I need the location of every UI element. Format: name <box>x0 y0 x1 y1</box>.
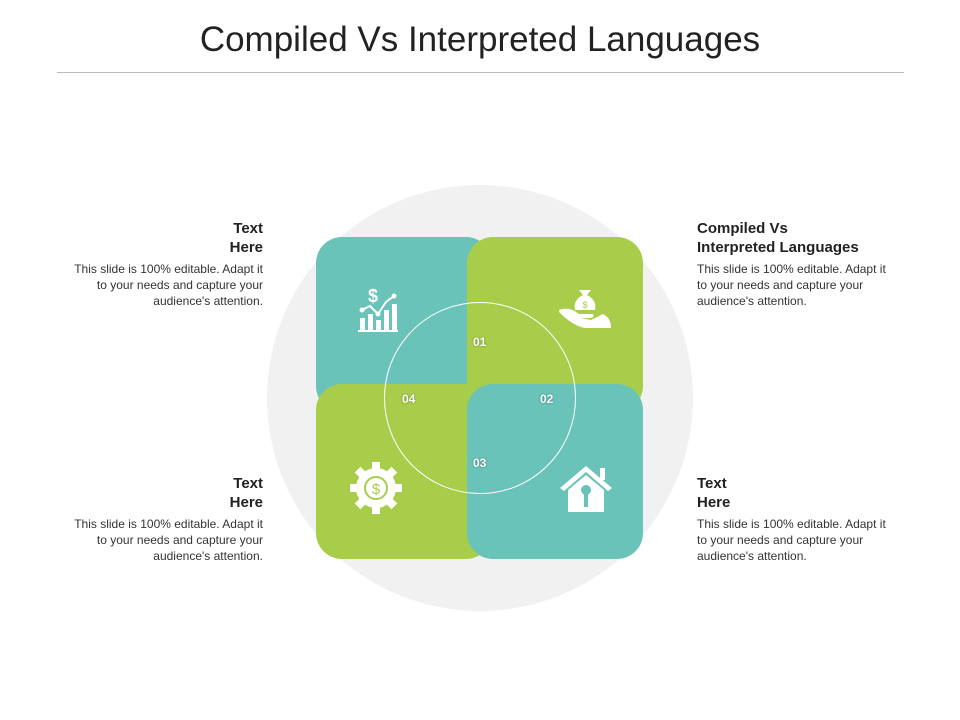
number-03: 03 <box>473 456 487 470</box>
svg-text:$: $ <box>582 300 587 310</box>
money-bag-hand-icon: $ <box>559 290 611 328</box>
house-key-icon <box>560 466 612 512</box>
body-text: This slide is 100% editable. Adapt it to… <box>697 517 886 563</box>
body-text: This slide is 100% editable. Adapt it to… <box>74 262 263 308</box>
heading-line1: Text <box>233 475 263 492</box>
heading-line1: Text <box>697 475 727 492</box>
svg-text:$: $ <box>368 286 378 306</box>
heading-line2: Interpreted Languages <box>697 239 859 256</box>
dollar-gear-icon: $ <box>350 462 402 514</box>
slide-title: Compiled Vs Interpreted Languages <box>199 20 761 59</box>
number-04: 04 <box>402 392 416 406</box>
svg-text:$: $ <box>372 481 381 498</box>
heading-line1: Text <box>233 220 263 237</box>
dollar-growth-chart-icon: $ <box>358 286 398 332</box>
body-text: This slide is 100% editable. Adapt it to… <box>74 517 263 563</box>
center-ring <box>384 302 576 494</box>
heading-line1: Compiled Vs <box>697 220 788 237</box>
heading-line2: Here <box>229 239 263 256</box>
body-text: This slide is 100% editable. Adapt it to… <box>697 262 886 308</box>
text-block-top-right: Compiled Vs Interpreted Languages This sl… <box>697 219 897 309</box>
heading-line2: Here <box>697 494 731 511</box>
title-divider <box>57 72 904 73</box>
heading-line2: Here <box>229 494 263 511</box>
number-01: 01 <box>473 335 487 349</box>
number-02: 02 <box>540 392 554 406</box>
